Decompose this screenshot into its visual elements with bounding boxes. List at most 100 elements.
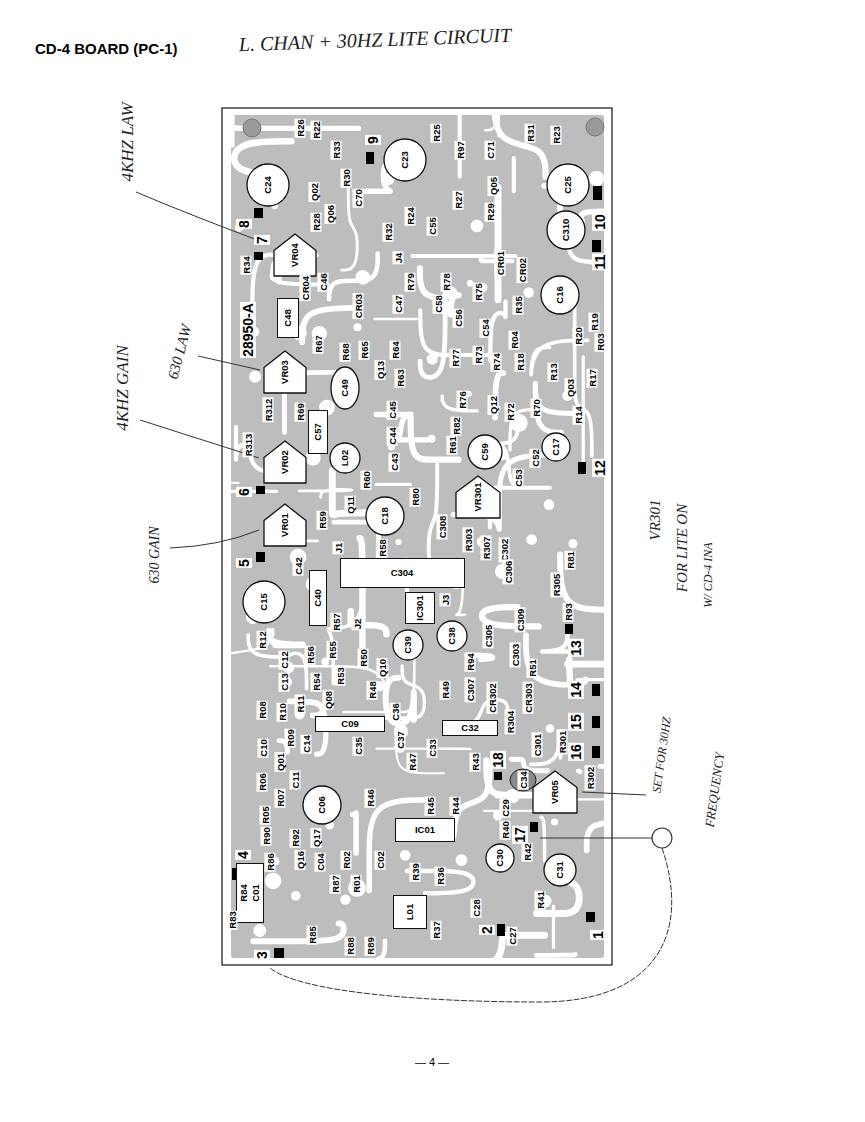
part-label: R65	[359, 340, 370, 359]
copper-trace	[526, 635, 585, 684]
board-outline	[222, 108, 612, 965]
part-label: R02	[341, 850, 352, 869]
part-label: R09	[285, 728, 296, 747]
copper-area	[231, 115, 604, 958]
trimmer-body	[533, 771, 577, 813]
handwritten-note: VR301	[647, 500, 664, 541]
leader-line	[136, 192, 268, 244]
part-label: Q12	[488, 395, 499, 415]
handwritten-note: SET FOR 30HZ	[649, 716, 674, 794]
part-label: R20	[573, 326, 584, 345]
component-outline: IC301	[405, 592, 435, 623]
copper-trace	[495, 187, 502, 299]
part-label: R78	[441, 272, 452, 291]
part-label: C33	[427, 738, 438, 757]
part-label: R59	[317, 510, 328, 529]
terminal-number: 13	[568, 639, 584, 657]
pin-marker	[578, 462, 586, 474]
capacitor-body	[247, 164, 289, 206]
pin-marker	[274, 948, 284, 958]
copper-trace	[351, 611, 387, 634]
part-label: Q05	[488, 176, 499, 196]
solder-pad	[471, 220, 484, 233]
terminal-number: 16	[568, 743, 584, 761]
part-label: R301	[557, 730, 568, 755]
part-label: R04	[509, 330, 520, 349]
part-label: R80	[410, 487, 421, 506]
solder-pad	[400, 850, 411, 861]
component-label: VR03	[280, 360, 290, 384]
part-label: C53	[513, 468, 524, 487]
handwritten-note: 630 LAW	[165, 323, 196, 381]
part-label: C37	[395, 730, 406, 749]
copper-trace	[578, 769, 580, 774]
part-label: R30	[341, 168, 352, 187]
component-outline: C57	[308, 410, 328, 454]
part-label: R60	[361, 470, 372, 489]
part-label: C14	[301, 734, 312, 753]
part-label: R34	[241, 255, 252, 274]
part-label: R81	[565, 550, 576, 569]
trimmer-outline: VR301	[455, 475, 501, 519]
part-label: R89	[365, 936, 376, 955]
copper-trace	[536, 952, 575, 958]
copper-trace	[234, 141, 291, 206]
leader-line	[540, 838, 652, 839]
terminal-number: 14	[568, 681, 584, 699]
part-label: C04	[315, 852, 326, 871]
part-label: C02	[375, 850, 386, 869]
terminal-number: 7	[254, 235, 270, 245]
handwritten-note: L. CHAN + 30HZ LITE CIRCUIT	[238, 24, 511, 56]
part-label: R69	[295, 402, 306, 421]
component-outline: IC01	[395, 818, 455, 842]
part-label: R74	[491, 352, 502, 371]
solder-pad	[340, 894, 350, 904]
terminal-number: 10	[592, 213, 608, 231]
capacitor-outline: C23	[383, 138, 427, 182]
terminal-number: 1	[590, 930, 606, 940]
leader-line	[170, 530, 259, 548]
handwritten-note: W/ CD-4 INA	[701, 542, 716, 607]
solder-pad	[568, 539, 577, 548]
solder-pad	[526, 534, 537, 545]
trimmer-body	[264, 504, 306, 546]
part-label: C309	[515, 608, 526, 633]
trimmer-outline: VR04	[273, 233, 317, 277]
part-label: R14	[573, 405, 584, 424]
copper-trace	[541, 817, 545, 861]
component-label: C39	[403, 636, 413, 653]
capacitor-outline: C310	[546, 210, 586, 250]
part-label: R39	[410, 862, 421, 881]
part-label: R40	[500, 820, 511, 839]
pin-marker	[497, 924, 505, 936]
part-label: R51	[527, 658, 538, 677]
pin-marker	[592, 684, 600, 696]
part-label: R63	[395, 368, 406, 387]
component-label: L02	[340, 450, 350, 466]
component-label: C25	[563, 176, 573, 193]
part-label: R305	[551, 573, 562, 598]
terminal-number: 12	[592, 459, 608, 477]
part-label: C58	[433, 294, 444, 313]
component-label: C15	[259, 593, 269, 610]
component-outline: C09	[315, 716, 385, 732]
copper-trace	[377, 747, 471, 750]
part-label: CR303	[523, 682, 534, 714]
component-label: VR01	[280, 513, 290, 537]
solder-pad	[395, 539, 401, 545]
part-label: C43	[389, 452, 400, 471]
handwritten-note: 630 GAIN	[147, 526, 163, 583]
part-label: Q03	[565, 378, 576, 398]
part-label: C10	[258, 738, 269, 757]
capacitor-body	[393, 630, 423, 660]
part-label: R73	[473, 345, 484, 364]
capacitor-body	[331, 367, 359, 409]
pin-marker	[256, 552, 265, 562]
terminal-number: 11	[592, 254, 608, 271]
part-label: R64	[390, 340, 401, 359]
copper-trace	[587, 822, 604, 850]
pin-marker	[592, 746, 600, 758]
part-label: R86	[265, 852, 276, 871]
part-label: J2	[352, 618, 363, 631]
